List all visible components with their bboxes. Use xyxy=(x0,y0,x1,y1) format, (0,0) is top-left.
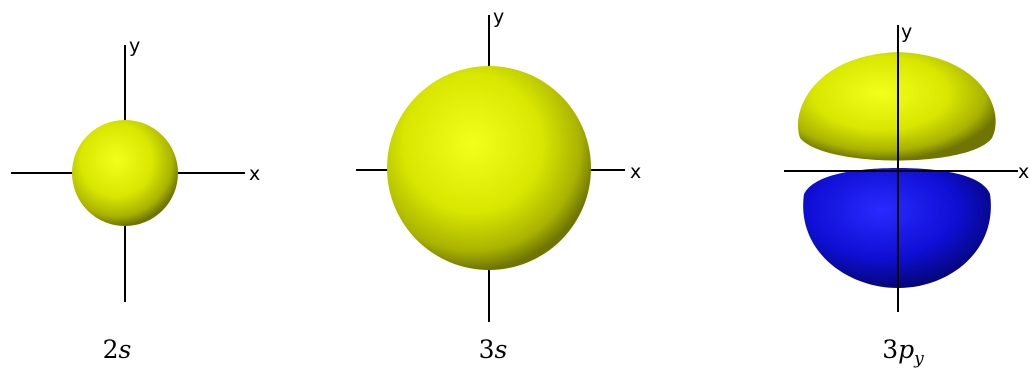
x-axis-label: x xyxy=(249,163,260,185)
x-axis-label: x xyxy=(630,161,641,183)
caption-letter: s xyxy=(118,335,132,364)
caption-letter: p xyxy=(898,335,915,364)
orbital-3s-diagram: x y xyxy=(356,6,641,322)
y-axis-label: y xyxy=(493,6,504,28)
caption-3py: 3py xyxy=(882,335,924,369)
positive-lobe xyxy=(797,52,996,161)
s-orbital-sphere xyxy=(72,120,178,226)
caption-3s: 3s xyxy=(479,335,508,364)
orbital-3py-diagram: x y xyxy=(784,21,1029,312)
caption-number: 2 xyxy=(102,335,119,364)
x-axis-label: x xyxy=(1018,161,1029,183)
orbital-3py-panel: x y 3py xyxy=(770,0,1030,373)
caption-number: 3 xyxy=(882,335,899,364)
y-axis-label: y xyxy=(129,35,140,57)
y-axis-label: y xyxy=(901,21,912,43)
orbital-3s-panel: x y 3s xyxy=(340,0,670,373)
s-orbital-sphere xyxy=(387,66,591,270)
orbital-2s-panel: x y 2s xyxy=(0,0,280,373)
caption-subscript: y xyxy=(914,349,924,369)
caption-2s: 2s xyxy=(103,335,132,364)
caption-number: 3 xyxy=(478,335,495,364)
caption-letter: s xyxy=(494,335,508,364)
orbital-2s-diagram: x y xyxy=(11,35,260,302)
